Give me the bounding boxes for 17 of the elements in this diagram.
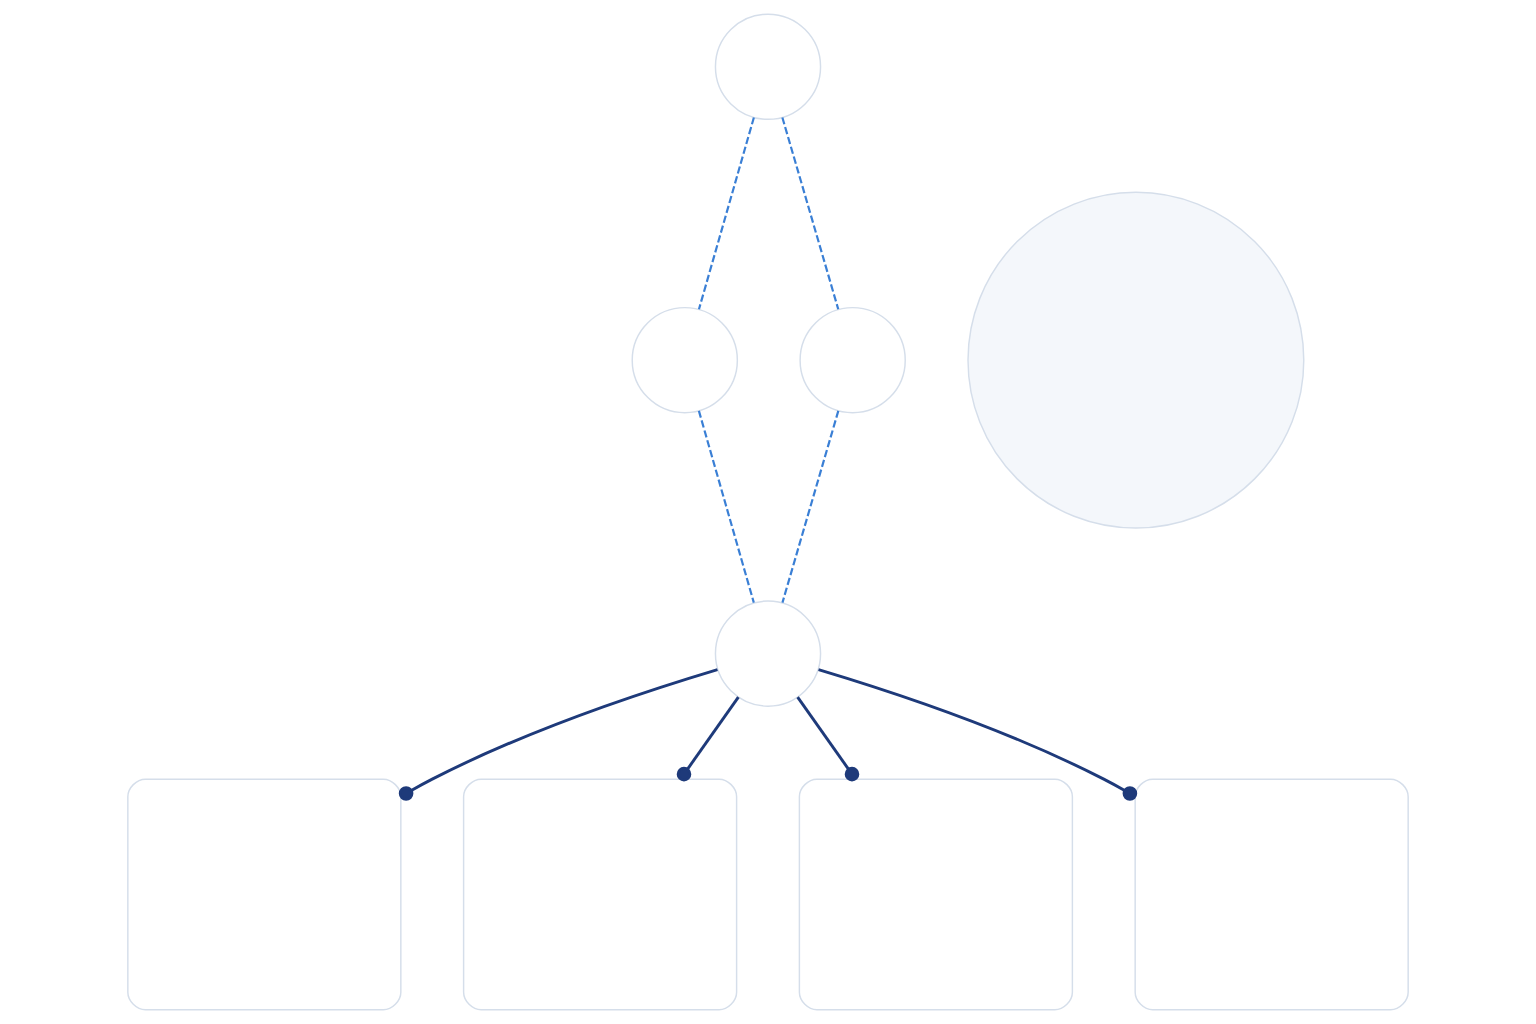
node-circle bbox=[799, 306, 906, 414]
node-box bbox=[1134, 778, 1409, 1011]
connector bbox=[818, 668, 1138, 801]
connector bbox=[697, 410, 755, 603]
connector bbox=[697, 117, 755, 310]
connector bbox=[676, 696, 740, 782]
node-box bbox=[462, 778, 738, 1011]
connector bbox=[796, 696, 860, 782]
connector bbox=[781, 410, 840, 603]
node-circle bbox=[714, 600, 822, 707]
node-circle bbox=[714, 13, 822, 121]
connector bbox=[398, 668, 718, 801]
node-box bbox=[127, 778, 402, 1011]
node-circle bbox=[631, 306, 739, 414]
node-circle bbox=[967, 191, 1305, 529]
connector bbox=[781, 117, 840, 310]
node-box bbox=[798, 778, 1074, 1011]
